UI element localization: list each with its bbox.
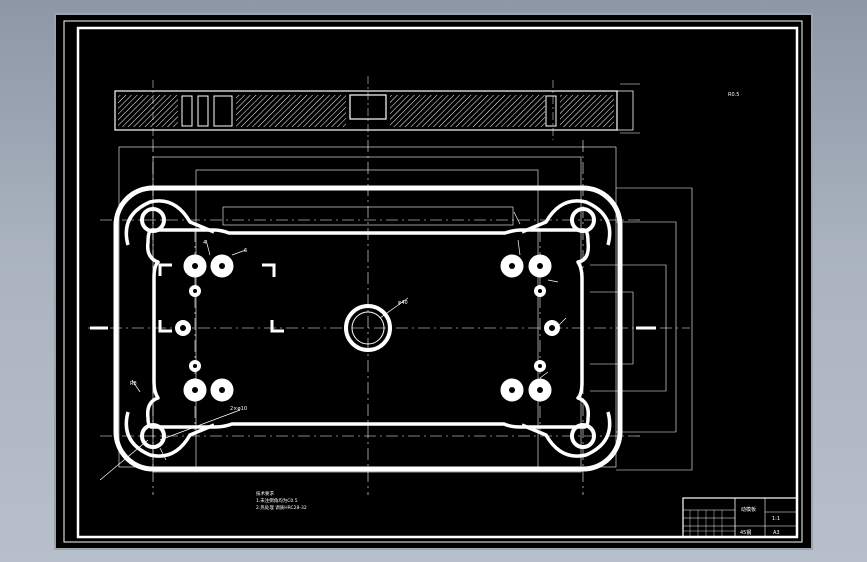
title-block-name: 动模板 xyxy=(741,506,756,513)
ejector-hole-centers xyxy=(192,263,543,393)
requirements-line-2: 2.热处理 调质HRC28-32 xyxy=(256,504,307,511)
centerlines xyxy=(88,140,690,495)
title-block-sheet: A3 xyxy=(773,530,780,536)
section-outline xyxy=(114,90,618,131)
dim-d1: 4 xyxy=(203,240,206,246)
requirements-line-1: 1.未注倒角均为C0.5 xyxy=(256,497,298,504)
leader-lines xyxy=(99,211,567,481)
outer-border xyxy=(63,20,803,543)
dim-d4: φ40 xyxy=(398,300,408,306)
section-view xyxy=(114,76,640,140)
dimension-texts: 4 6 R8 φ40 2×φ10 xyxy=(130,240,408,412)
section-step xyxy=(617,90,634,131)
boss-top-right xyxy=(521,199,612,246)
inner-border xyxy=(76,26,799,539)
title-block xyxy=(682,497,798,538)
section-pin-4 xyxy=(545,95,557,127)
plan-view: 4 6 R8 φ40 2×φ10 xyxy=(88,140,693,495)
section-pin-1 xyxy=(181,95,193,127)
plate-outline xyxy=(113,185,623,472)
title-block-scale: 1:1 xyxy=(772,516,780,522)
dim-d5: 2×φ10 xyxy=(230,406,247,412)
section-pin-2 xyxy=(197,95,209,127)
technical-requirements: 技术要求 1.未注倒角均为C0.5 2.热处理 调质HRC28-32 xyxy=(256,490,307,511)
corner-note: R0.5 xyxy=(728,92,739,98)
dim-d2: 6 xyxy=(244,248,247,254)
boss-bottom-left xyxy=(124,411,215,458)
sprue-hole-outer xyxy=(344,304,392,352)
requirements-title: 技术要求 xyxy=(256,490,274,497)
boss-bottom-right xyxy=(521,411,612,458)
section-pin-3 xyxy=(213,95,233,127)
title-block-material: 45钢 xyxy=(740,529,751,536)
screw-hole-centers xyxy=(180,289,555,368)
guide-holes xyxy=(140,207,596,449)
sprue-hole-inner xyxy=(351,311,385,345)
hatch-1 xyxy=(118,95,178,127)
hatch-3 xyxy=(390,95,545,127)
corner-brackets xyxy=(158,263,284,333)
hatch-4 xyxy=(560,95,614,127)
hatch-2 xyxy=(236,95,346,127)
dim-d3: R8 xyxy=(130,381,137,387)
boss-top-left xyxy=(124,199,215,246)
